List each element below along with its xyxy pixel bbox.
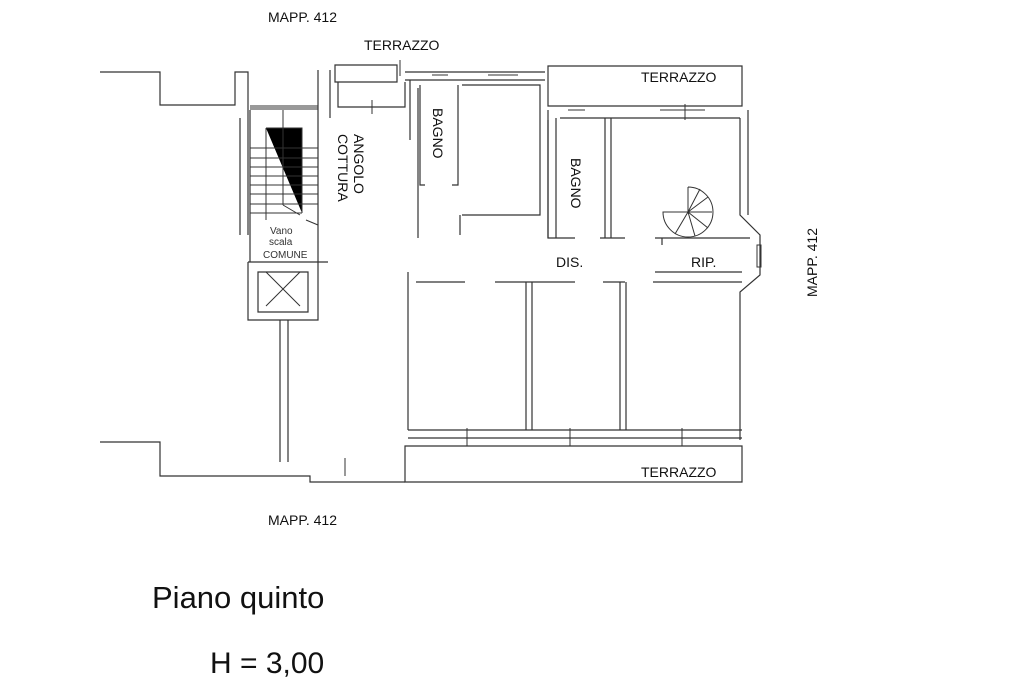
bagno2-walls [547, 117, 625, 239]
top-terrace-left [334, 64, 406, 108]
outer-wall-top [405, 71, 545, 238]
right-window [756, 244, 762, 268]
cottura-label: COTTURA [335, 134, 351, 202]
mapp-label-right: MAPP. 412 [804, 227, 820, 297]
rip-label: RIP. [691, 254, 717, 270]
outer-wall-bottom [408, 429, 742, 439]
angolo-label: ANGOLO [351, 134, 367, 194]
terrazzo-label-bottom: TERRAZZO [641, 464, 717, 480]
terrazzo-label-top-left: TERRAZZO [364, 37, 440, 53]
left-wall-lower [279, 320, 289, 462]
floor-caption: Piano quinto [152, 580, 325, 615]
stair-steps [250, 110, 319, 226]
bagno1-walls [419, 84, 541, 235]
stair-walls [239, 70, 331, 262]
stair-lower-walls [247, 261, 328, 321]
neighbor-outline-top [100, 71, 249, 118]
spiral-stair-icon [662, 186, 714, 238]
mapp-label-bottom: MAPP. 412 [268, 512, 338, 528]
stair-landing-band [250, 105, 318, 110]
dis-label: DIS. [556, 254, 584, 270]
comune-label: COMUNE [263, 250, 308, 261]
mapp-label-top: MAPP. 412 [268, 9, 338, 25]
height-caption: H = 3,00 [210, 647, 325, 680]
terrazzo-label-top-right: TERRAZZO [641, 69, 717, 85]
neighbor-outline-bottom [100, 441, 405, 483]
bagno-label-2: BAGNO [568, 158, 584, 209]
terrace-top-right [547, 65, 743, 107]
scala-label: scala [269, 237, 293, 248]
rip-walls [655, 237, 750, 273]
window-marks [344, 60, 705, 476]
bagno-label-1: BAGNO [430, 108, 446, 159]
elevator-cross-icon [265, 271, 301, 307]
terrace-bottom [404, 445, 743, 483]
corridor-lower-walls [407, 272, 742, 430]
vano-label: Vano [270, 226, 293, 237]
